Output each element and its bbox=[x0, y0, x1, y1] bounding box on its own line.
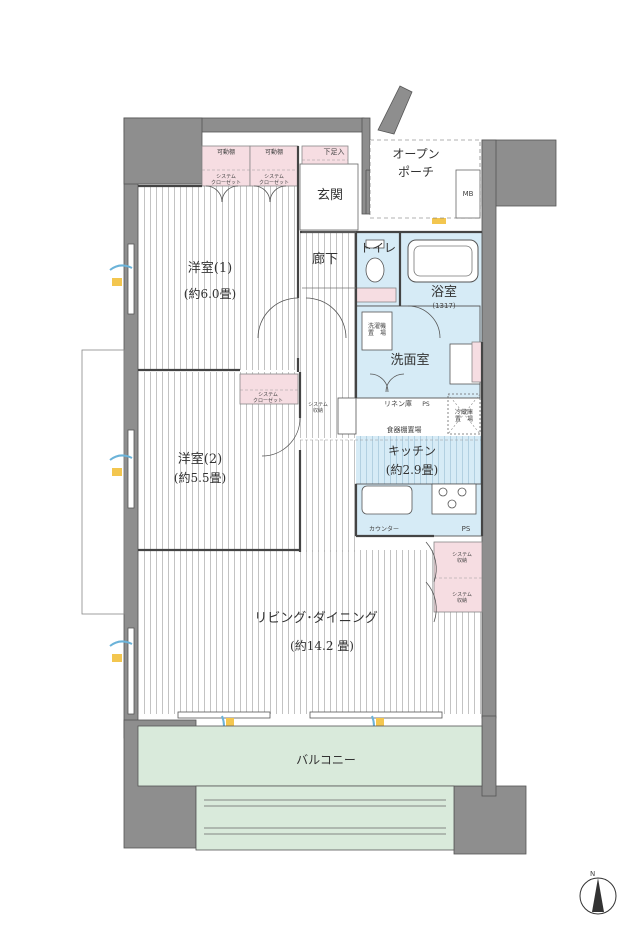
fridge-label: 冷蔵庫置 場 bbox=[455, 408, 473, 423]
closet3-label: システムクローゼット bbox=[253, 392, 283, 404]
balcony-label: バルコニー bbox=[296, 753, 356, 767]
window-room2 bbox=[127, 429, 135, 509]
shelf1-label: 可動棚 bbox=[217, 148, 235, 156]
hall-storage-label: システム収納 bbox=[308, 402, 328, 414]
bath-door bbox=[407, 305, 441, 339]
shoe-storage bbox=[301, 145, 349, 165]
ldk-floor bbox=[138, 550, 482, 714]
storage2-label: システム収納 bbox=[452, 592, 472, 604]
closet3 bbox=[239, 373, 299, 405]
storage1-label: システム収納 bbox=[452, 552, 472, 564]
shelf2-label: 可動棚 bbox=[265, 148, 283, 156]
bathtub bbox=[407, 239, 479, 283]
hall-storage bbox=[337, 397, 357, 435]
kitchen-name: キッチン bbox=[388, 444, 436, 458]
bath-size: (1317) bbox=[432, 302, 456, 310]
mb-box bbox=[455, 169, 481, 219]
bath-label: 浴室 bbox=[431, 284, 457, 300]
kitchen-sink bbox=[361, 485, 413, 515]
window-ldk-bottom1 bbox=[177, 711, 271, 719]
kitchen-size: (約2.9畳) bbox=[386, 462, 438, 477]
mb-label: MB bbox=[463, 190, 474, 198]
hallway-label: 廊下 bbox=[312, 251, 338, 267]
porch-label-2: ポーチ bbox=[398, 165, 434, 179]
dish-label: 食器棚置場 bbox=[387, 425, 422, 434]
north-label: N bbox=[590, 870, 595, 878]
closet1 bbox=[201, 145, 251, 187]
room1-floor bbox=[138, 186, 298, 370]
window-room1 bbox=[127, 243, 135, 315]
system-storage bbox=[433, 541, 483, 613]
stove bbox=[431, 483, 477, 515]
washer-label: 洗濯機置 場 bbox=[368, 322, 386, 337]
entrance-label: 玄関 bbox=[317, 188, 343, 203]
counter-label: カウンター bbox=[369, 525, 399, 533]
ldk-name: リビング･ダイニング bbox=[254, 611, 378, 626]
toilet-bowl bbox=[365, 257, 385, 283]
porch-label-1: オープン bbox=[392, 147, 439, 161]
room1-name: 洋室(1) bbox=[188, 260, 232, 276]
closet2 bbox=[249, 145, 299, 187]
room2-size: (約5.5畳) bbox=[174, 470, 226, 485]
exterior-railing bbox=[81, 349, 125, 615]
room2-name: 洋室(2) bbox=[178, 451, 222, 467]
washroom-door bbox=[369, 373, 389, 393]
ldk-size: (約14.2 畳) bbox=[290, 638, 354, 653]
kitchen-floor bbox=[356, 436, 482, 484]
toilet-label: トイレ bbox=[360, 241, 396, 255]
window-ldk bbox=[127, 627, 135, 715]
closet1-label: システムクローゼット bbox=[211, 174, 241, 186]
room1-door bbox=[257, 297, 299, 339]
shoe-label: 下足入 bbox=[324, 148, 345, 156]
washer-space bbox=[361, 311, 393, 351]
washroom-label: 洗面室 bbox=[390, 352, 429, 368]
window-ldk-bottom2 bbox=[309, 711, 443, 719]
north-compass: N bbox=[579, 870, 617, 915]
room1-size: (約6.0畳) bbox=[184, 286, 236, 301]
room2-door bbox=[261, 417, 301, 457]
closet2-label: システムクローゼット bbox=[259, 174, 289, 186]
fridge-space bbox=[447, 393, 481, 435]
toilet-storage bbox=[355, 287, 397, 303]
shaft-wall bbox=[377, 85, 413, 135]
storage-door bbox=[425, 541, 437, 583]
linen-label: リネン庫 bbox=[384, 399, 412, 408]
ps1-label: PS bbox=[422, 401, 430, 408]
ps2-label: PS bbox=[462, 525, 471, 533]
toilet-tank bbox=[365, 239, 385, 249]
